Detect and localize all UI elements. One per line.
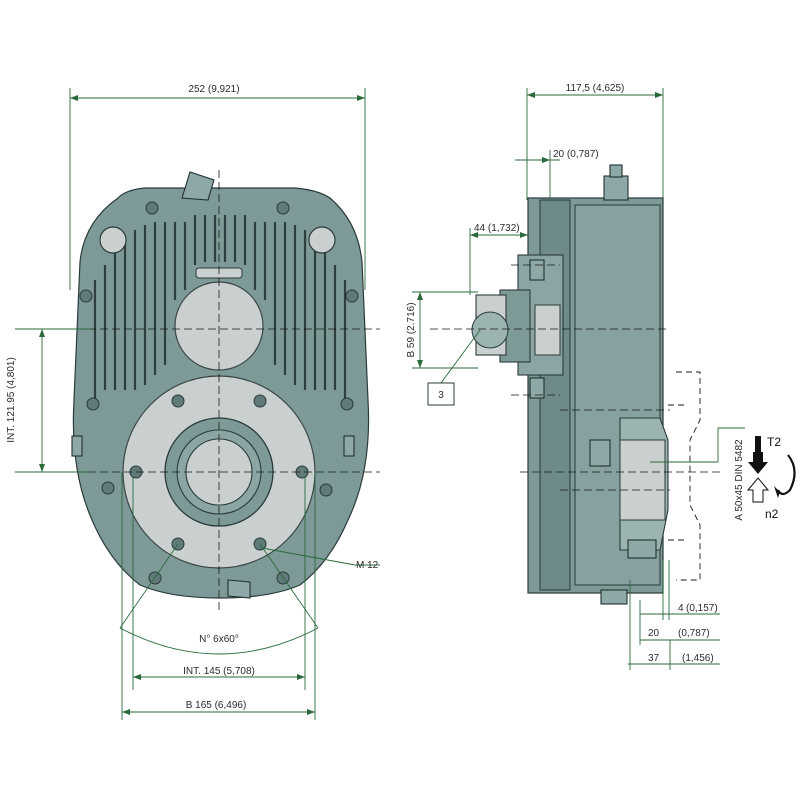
depth-label: 117,5 (4,625) bbox=[566, 83, 625, 94]
side-lug-left bbox=[71, 435, 83, 457]
dim20-label: 20 bbox=[648, 628, 660, 639]
side-view bbox=[412, 88, 796, 670]
dim37-inch-label: (1,456) bbox=[682, 653, 714, 664]
housing-bolts bbox=[79, 201, 359, 585]
front-view bbox=[15, 88, 380, 720]
height-label: INT. 121.95 (4,801) bbox=[6, 357, 17, 443]
speed-arrow-icon bbox=[746, 477, 770, 503]
breather-plug-side-icon bbox=[603, 175, 629, 201]
dim20-inch-label: (0,787) bbox=[678, 628, 710, 639]
dim37-label: 37 bbox=[648, 653, 660, 664]
torque-label: T2 bbox=[767, 435, 781, 449]
rotation-arrow-icon bbox=[777, 454, 796, 496]
thread-label: M 12 bbox=[356, 560, 379, 571]
arrow-icon bbox=[70, 95, 78, 101]
drain-plug-icon bbox=[227, 579, 251, 599]
drain-plug-side-icon bbox=[600, 589, 628, 605]
hub-label: 44 (1,732) bbox=[474, 223, 520, 234]
arrow-icon bbox=[357, 95, 365, 101]
dim4-inch-label: (0,157) bbox=[686, 603, 718, 614]
thread-leader-line bbox=[261, 547, 356, 566]
angle-arc bbox=[119, 627, 319, 655]
b165-label: B 165 (6,496) bbox=[186, 700, 247, 711]
angle-label: N° 6x60° bbox=[199, 634, 239, 645]
speed-label: n2 bbox=[765, 507, 779, 521]
cooling-ribs bbox=[93, 215, 347, 410]
int145-label: INT. 145 (5,708) bbox=[183, 666, 255, 677]
side-lug-right bbox=[343, 435, 355, 457]
oil-plug-left-icon bbox=[99, 226, 127, 254]
shaft-spec-label: A 50x45 DIN 5482 bbox=[734, 439, 745, 521]
dim4-label: 4 bbox=[678, 603, 684, 614]
torque-arrow-icon bbox=[748, 452, 768, 474]
oil-plug-right-icon bbox=[308, 226, 336, 254]
breather-plug-icon bbox=[181, 171, 215, 201]
callout-leader bbox=[440, 329, 481, 384]
callout-number: 3 bbox=[438, 390, 444, 401]
width-label: 252 (9,921) bbox=[188, 84, 239, 95]
bore-label: B 59 (2.716) bbox=[406, 302, 417, 357]
flange-label: 20 (0,787) bbox=[553, 149, 599, 160]
